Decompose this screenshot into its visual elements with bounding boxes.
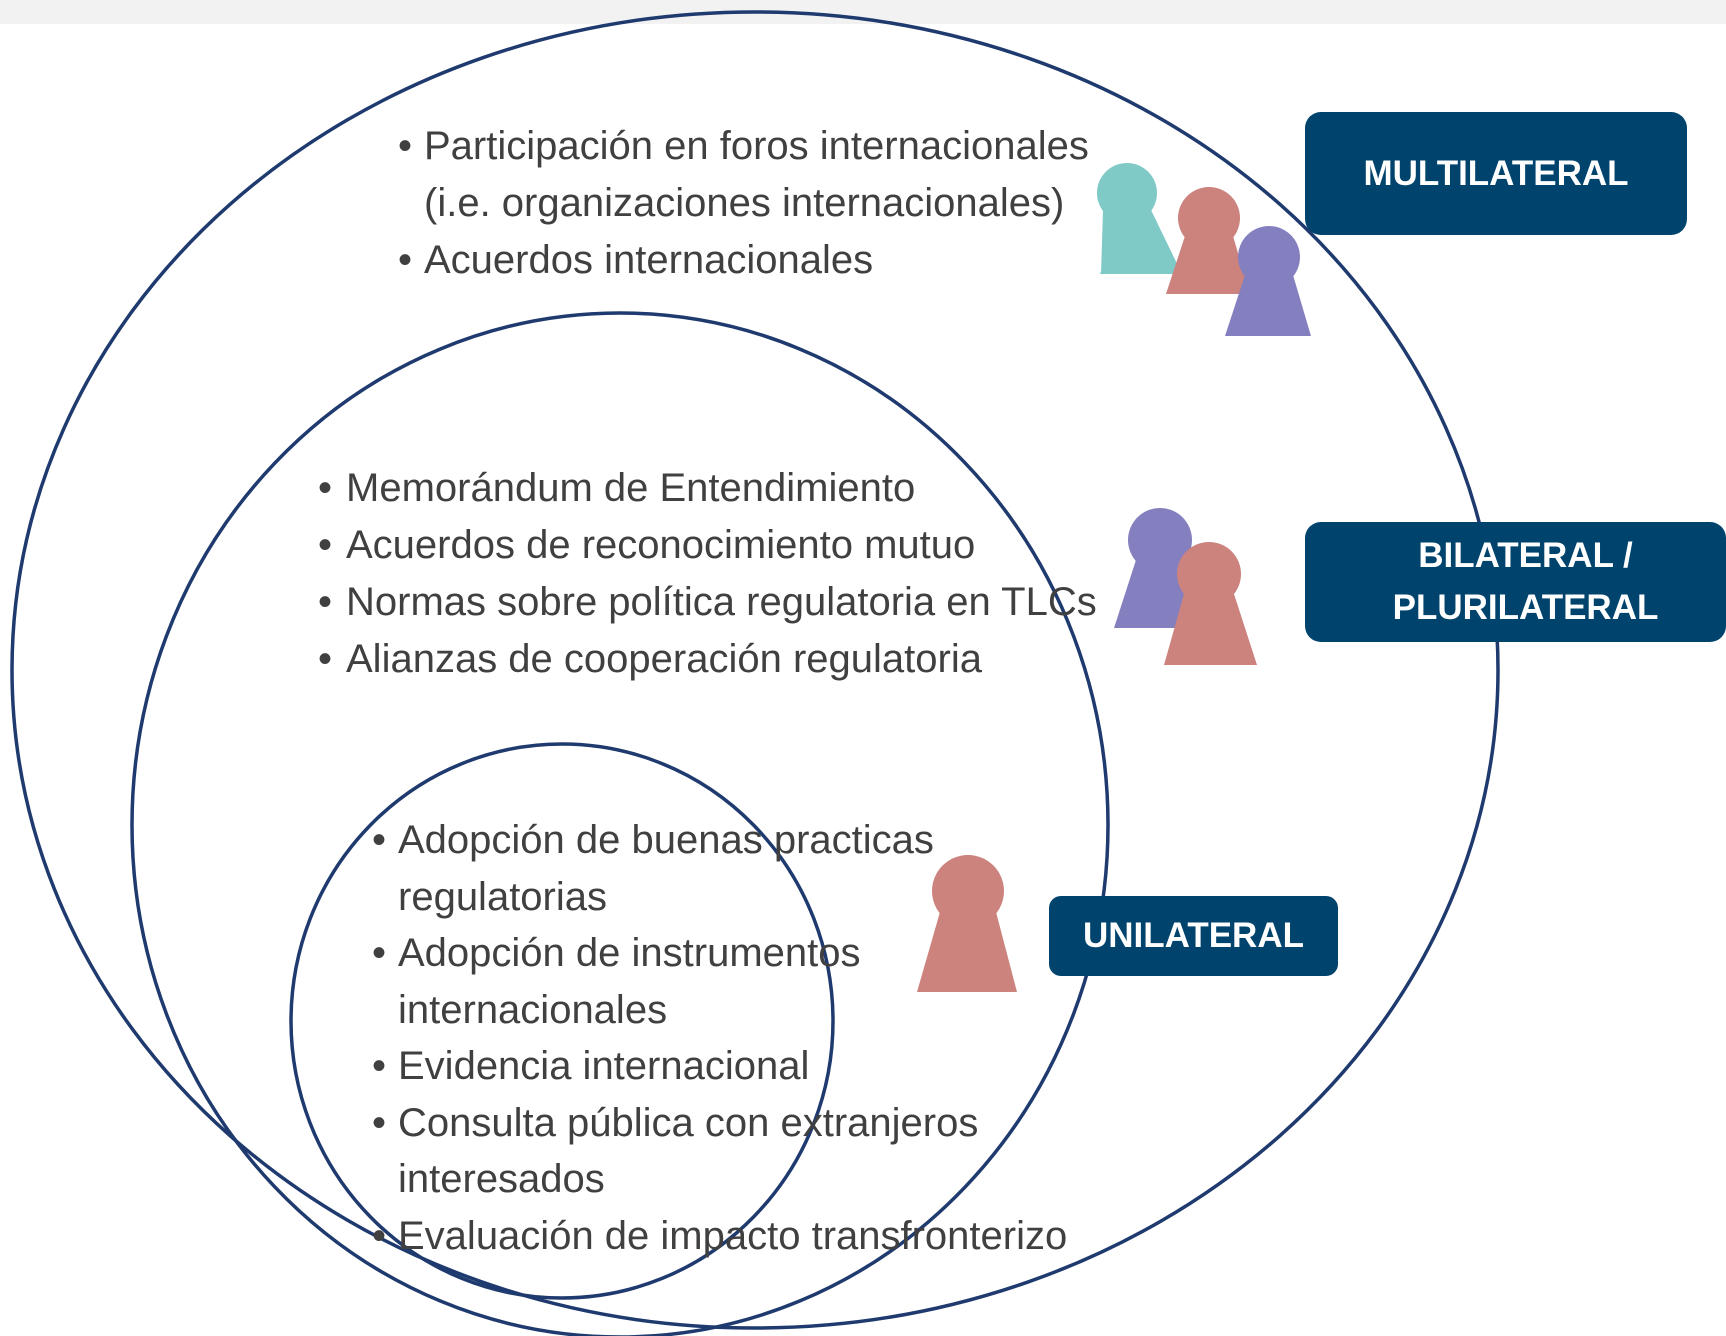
- list-item: Adopción de buenas practicas regulatoria…: [372, 812, 1092, 925]
- list-item: Memorándum de Entendimiento: [318, 460, 1138, 517]
- unilateral-label-box: UNILATERAL: [1049, 896, 1338, 976]
- bilateral-label: BILATERAL / PLURILATERAL: [1392, 536, 1659, 627]
- multilateral-label: MULTILATERAL: [1363, 153, 1629, 193]
- circle-bilateral: [130, 311, 1110, 1336]
- list-item: Evaluación de impacto transfronterizo: [372, 1208, 1092, 1265]
- list-item: Acuerdos de reconocimiento mutuo: [318, 517, 1138, 574]
- list-item: Consulta pública con extranjeros interes…: [372, 1095, 1092, 1208]
- person-rose-icon: [1164, 542, 1257, 665]
- circle-multilateral: [10, 10, 1500, 1330]
- list-item: Evidencia internacional: [372, 1038, 1092, 1095]
- unilateral-items: Adopción de buenas practicas regulatoria…: [372, 812, 1092, 1264]
- bilateral-label-box: BILATERAL / PLURILATERAL: [1305, 522, 1726, 642]
- multilateral-label-box: MULTILATERAL: [1305, 112, 1687, 235]
- unilateral-label: UNILATERAL: [1083, 916, 1304, 955]
- person-purple-icon: [1225, 226, 1311, 336]
- person-rose-icon: [1166, 187, 1250, 294]
- bilateral-items: Memorándum de Entendimiento Acuerdos de …: [318, 460, 1138, 688]
- multilateral-items: Participación en foros internacionales (…: [398, 118, 1158, 289]
- list-item: Alianzas de cooperación regulatoria: [318, 631, 1138, 688]
- list-item: Acuerdos internacionales: [398, 232, 1158, 289]
- list-item: Adopción de instrumentos internacionales: [372, 925, 1092, 1038]
- list-item: Normas sobre política regulatoria en TLC…: [318, 574, 1138, 631]
- list-item: Participación en foros internacionales (…: [398, 118, 1158, 232]
